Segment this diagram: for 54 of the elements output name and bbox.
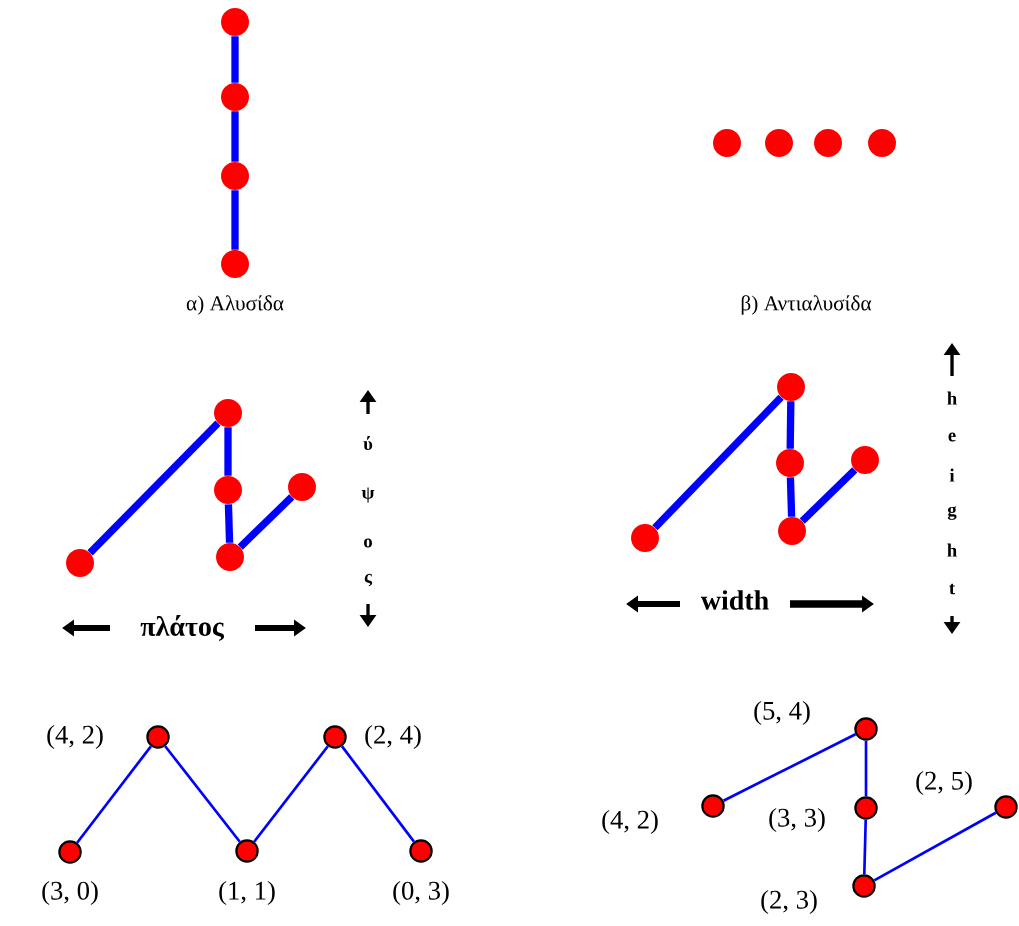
connector-line <box>237 494 295 550</box>
vertex-dot <box>776 449 804 477</box>
dimension-label: πλάτος <box>140 614 224 642</box>
connector-line <box>862 819 868 875</box>
dimension-label: t <box>949 583 956 595</box>
coordinate-label: (3, 3) <box>769 807 825 833</box>
dimension-label: ψ <box>361 487 375 503</box>
dimension-label: ς <box>364 573 373 587</box>
coordinate-label: (2, 5) <box>916 770 972 796</box>
vertex-dot <box>221 162 249 190</box>
connector-line <box>864 740 868 797</box>
vertex-dot <box>713 129 741 157</box>
connector-line <box>87 420 221 556</box>
coordinate-label: (5, 4) <box>754 700 810 726</box>
connector-line <box>652 394 784 531</box>
vertex-dot <box>216 543 244 571</box>
coordinate-label: (1, 1) <box>219 880 275 906</box>
connector-line <box>164 745 241 843</box>
vertex-dot <box>778 517 806 545</box>
dimension-label: h <box>947 391 957 405</box>
connector-line <box>722 733 857 802</box>
dimension-label: ο <box>364 538 372 548</box>
vertex-dot <box>631 524 659 552</box>
coordinate-label: (2, 3) <box>761 889 817 915</box>
vertex-dot <box>868 129 896 157</box>
vertex-dot <box>221 83 249 111</box>
vertex-dot <box>814 129 842 157</box>
connector-line <box>799 467 858 524</box>
panel-caption: β) Αντιαλυσίδα <box>741 295 872 315</box>
vertex-dot <box>221 250 249 278</box>
coordinate-label: (0, 3) <box>393 880 449 906</box>
coordinate-label: (3, 0) <box>42 880 98 906</box>
vertex-dot <box>214 476 242 504</box>
coordinate-label: (4, 2) <box>602 809 658 835</box>
vertex-dot <box>66 549 94 577</box>
vertex-dot <box>765 129 793 157</box>
dimension-label: e <box>948 432 956 442</box>
vertex-dot <box>221 8 249 36</box>
vertex-dot <box>851 446 879 474</box>
connector-line <box>341 745 415 843</box>
coordinate-label: (4, 2) <box>47 724 103 750</box>
vertex-dot <box>214 399 242 427</box>
connector-line <box>76 745 152 844</box>
dimension-label: g <box>947 506 957 520</box>
vertex-dot <box>777 373 805 401</box>
panel-caption: α) Αλυσίδα <box>186 295 284 315</box>
dimension-label: ύ <box>363 435 373 451</box>
connector-line <box>873 811 997 882</box>
dimension-label: i <box>949 468 955 482</box>
vertex-dot <box>288 473 316 501</box>
coordinate-label: (2, 4) <box>365 724 421 750</box>
dimension-label: width <box>700 590 769 610</box>
connector-line <box>253 745 329 843</box>
dimension-label: h <box>947 543 957 557</box>
